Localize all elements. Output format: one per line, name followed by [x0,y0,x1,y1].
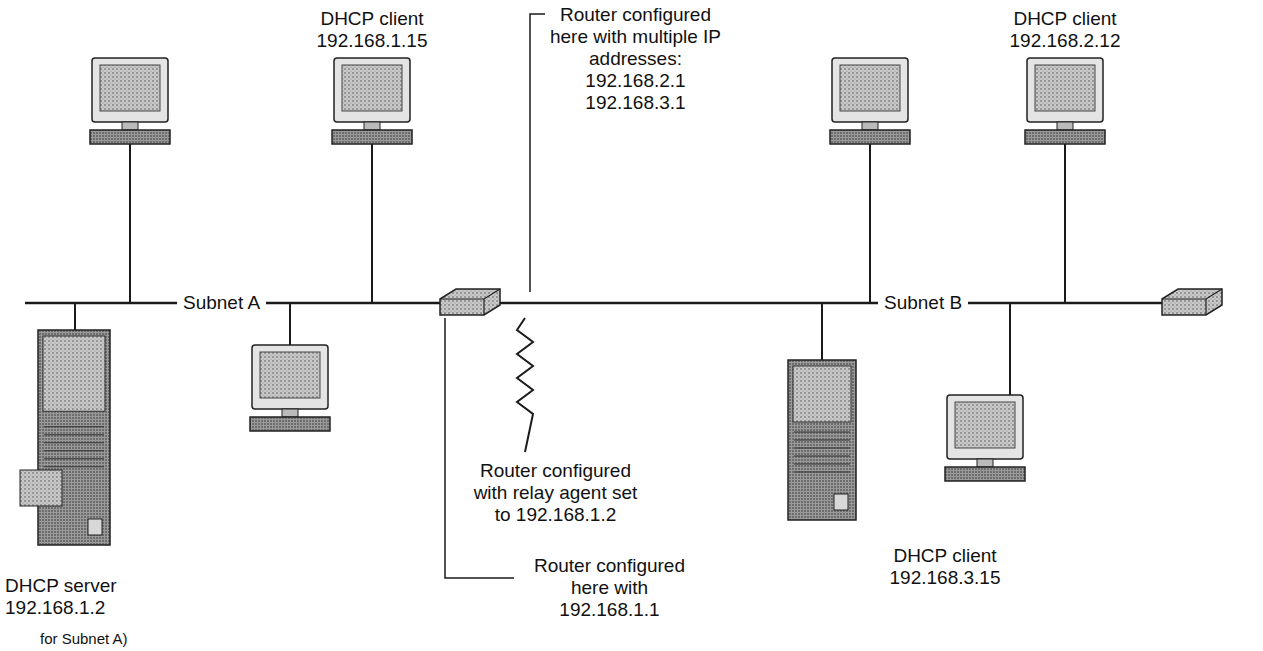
computer-icon [830,58,910,144]
callout-label: DHCP server 192.168.1.2 [5,575,135,619]
server-monitor [20,470,62,506]
network-cable [869,144,871,303]
computer-icon [250,345,330,431]
router-icon [1162,289,1222,315]
leader-line [530,14,545,292]
subnet-name: Subnet A [177,292,266,314]
callout-label: for Subnet A) [40,628,128,650]
network-cable [289,303,291,345]
wan-link-zigzag [517,318,533,452]
callout-label: DHCP client 192.168.3.15 [880,545,1010,589]
network-cable [1009,303,1011,395]
computer-icon [332,58,412,144]
router-icon [440,289,500,315]
computer-icon [1025,58,1105,144]
network-cable [371,144,373,303]
server-icon [38,330,110,545]
callout-label: Router configured with relay agent set t… [468,460,643,526]
callout-label: Router configured here with multiple IP … [548,4,723,114]
callout-label: Router configured here with 192.168.1.1 [522,555,697,621]
network-cable [1064,144,1066,303]
network-cable [821,303,823,360]
callout-label: DHCP client 192.168.2.12 [1000,8,1130,52]
computer-icon [90,58,170,144]
leader-line [445,318,514,578]
server-icon [788,360,856,520]
callout-label: DHCP client 192.168.1.15 [307,8,437,52]
network-cable [129,144,131,303]
computer-icon [945,395,1025,481]
network-cable [74,303,76,330]
subnet-name: Subnet B [878,292,968,314]
